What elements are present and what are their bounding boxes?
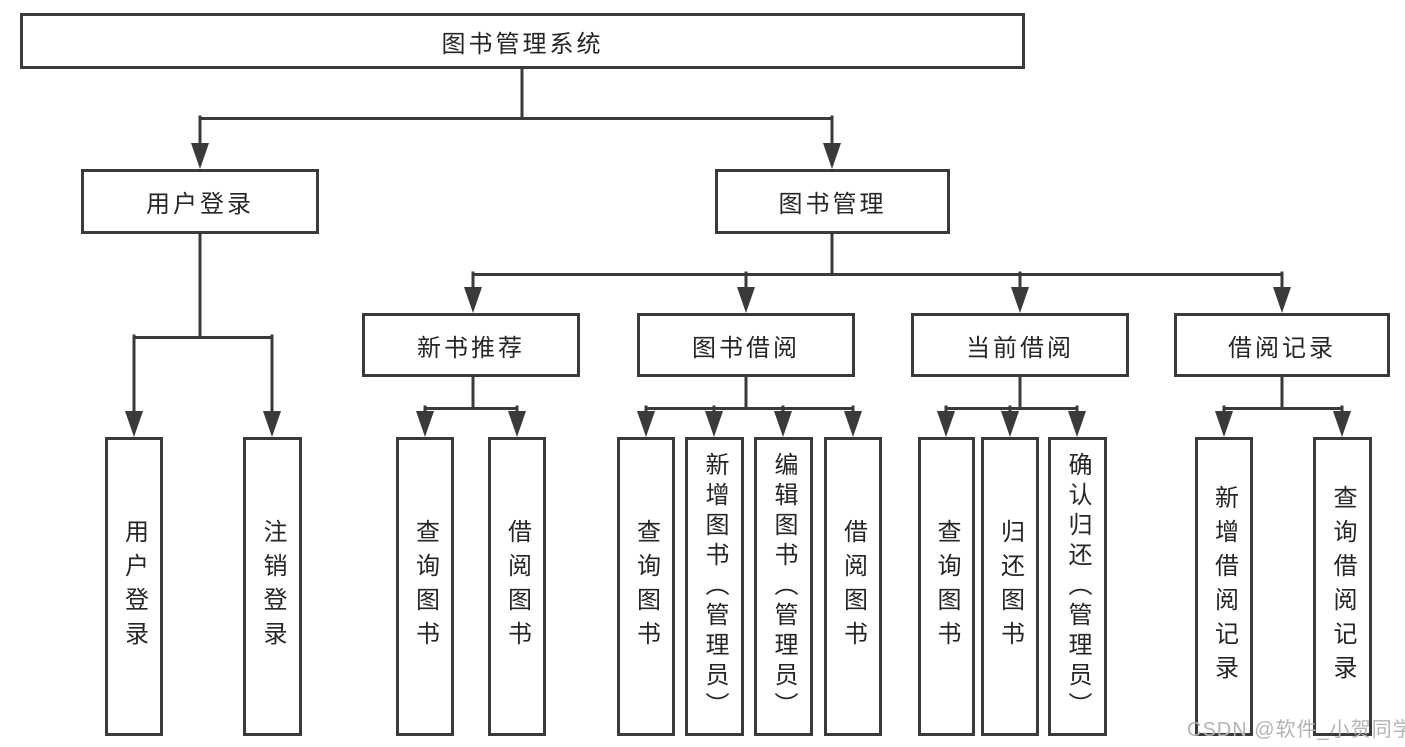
csdn-watermark: CSDN @软件_小贺同学 — [1187, 719, 1405, 741]
leaf-borrow-books-borrowing: 借阅图书 — [824, 437, 882, 736]
tree-edge-lines — [132, 67, 1344, 416]
node-new-book-recommendation: 新书推荐 — [362, 313, 580, 377]
leaf-edit-book-admin: 编辑图书（管理员） — [754, 437, 813, 736]
leaf-confirm-return-admin: 确认归还（管理员） — [1048, 437, 1107, 736]
leaf-user-login: 用户登录 — [105, 437, 163, 736]
leaf-add-book-admin: 新增图书（管理员） — [685, 437, 744, 736]
leaf-logout-login: 注销登录 — [243, 437, 302, 736]
node-book-borrowing: 图书借阅 — [637, 313, 855, 377]
leaf-return-books: 归还图书 — [981, 437, 1039, 736]
leaf-borrow-books-recommend: 借阅图书 — [488, 437, 546, 736]
leaf-add-borrowing-record: 新增借阅记录 — [1195, 437, 1253, 736]
node-book-management: 图书管理 — [715, 169, 950, 234]
node-current-borrowing: 当前借阅 — [911, 313, 1129, 377]
node-borrowing-records: 借阅记录 — [1174, 313, 1390, 377]
node-user-login: 用户登录 — [81, 169, 319, 234]
node-library-management-system: 图书管理系统 — [20, 13, 1025, 69]
leaf-query-books-recommend: 查询图书 — [396, 437, 454, 736]
arrowhead-icons — [125, 143, 1351, 437]
leaf-query-books-current: 查询图书 — [918, 437, 975, 736]
leaf-query-borrowing-record: 查询借阅记录 — [1313, 437, 1372, 736]
leaf-query-books-borrowing: 查询图书 — [617, 437, 675, 736]
